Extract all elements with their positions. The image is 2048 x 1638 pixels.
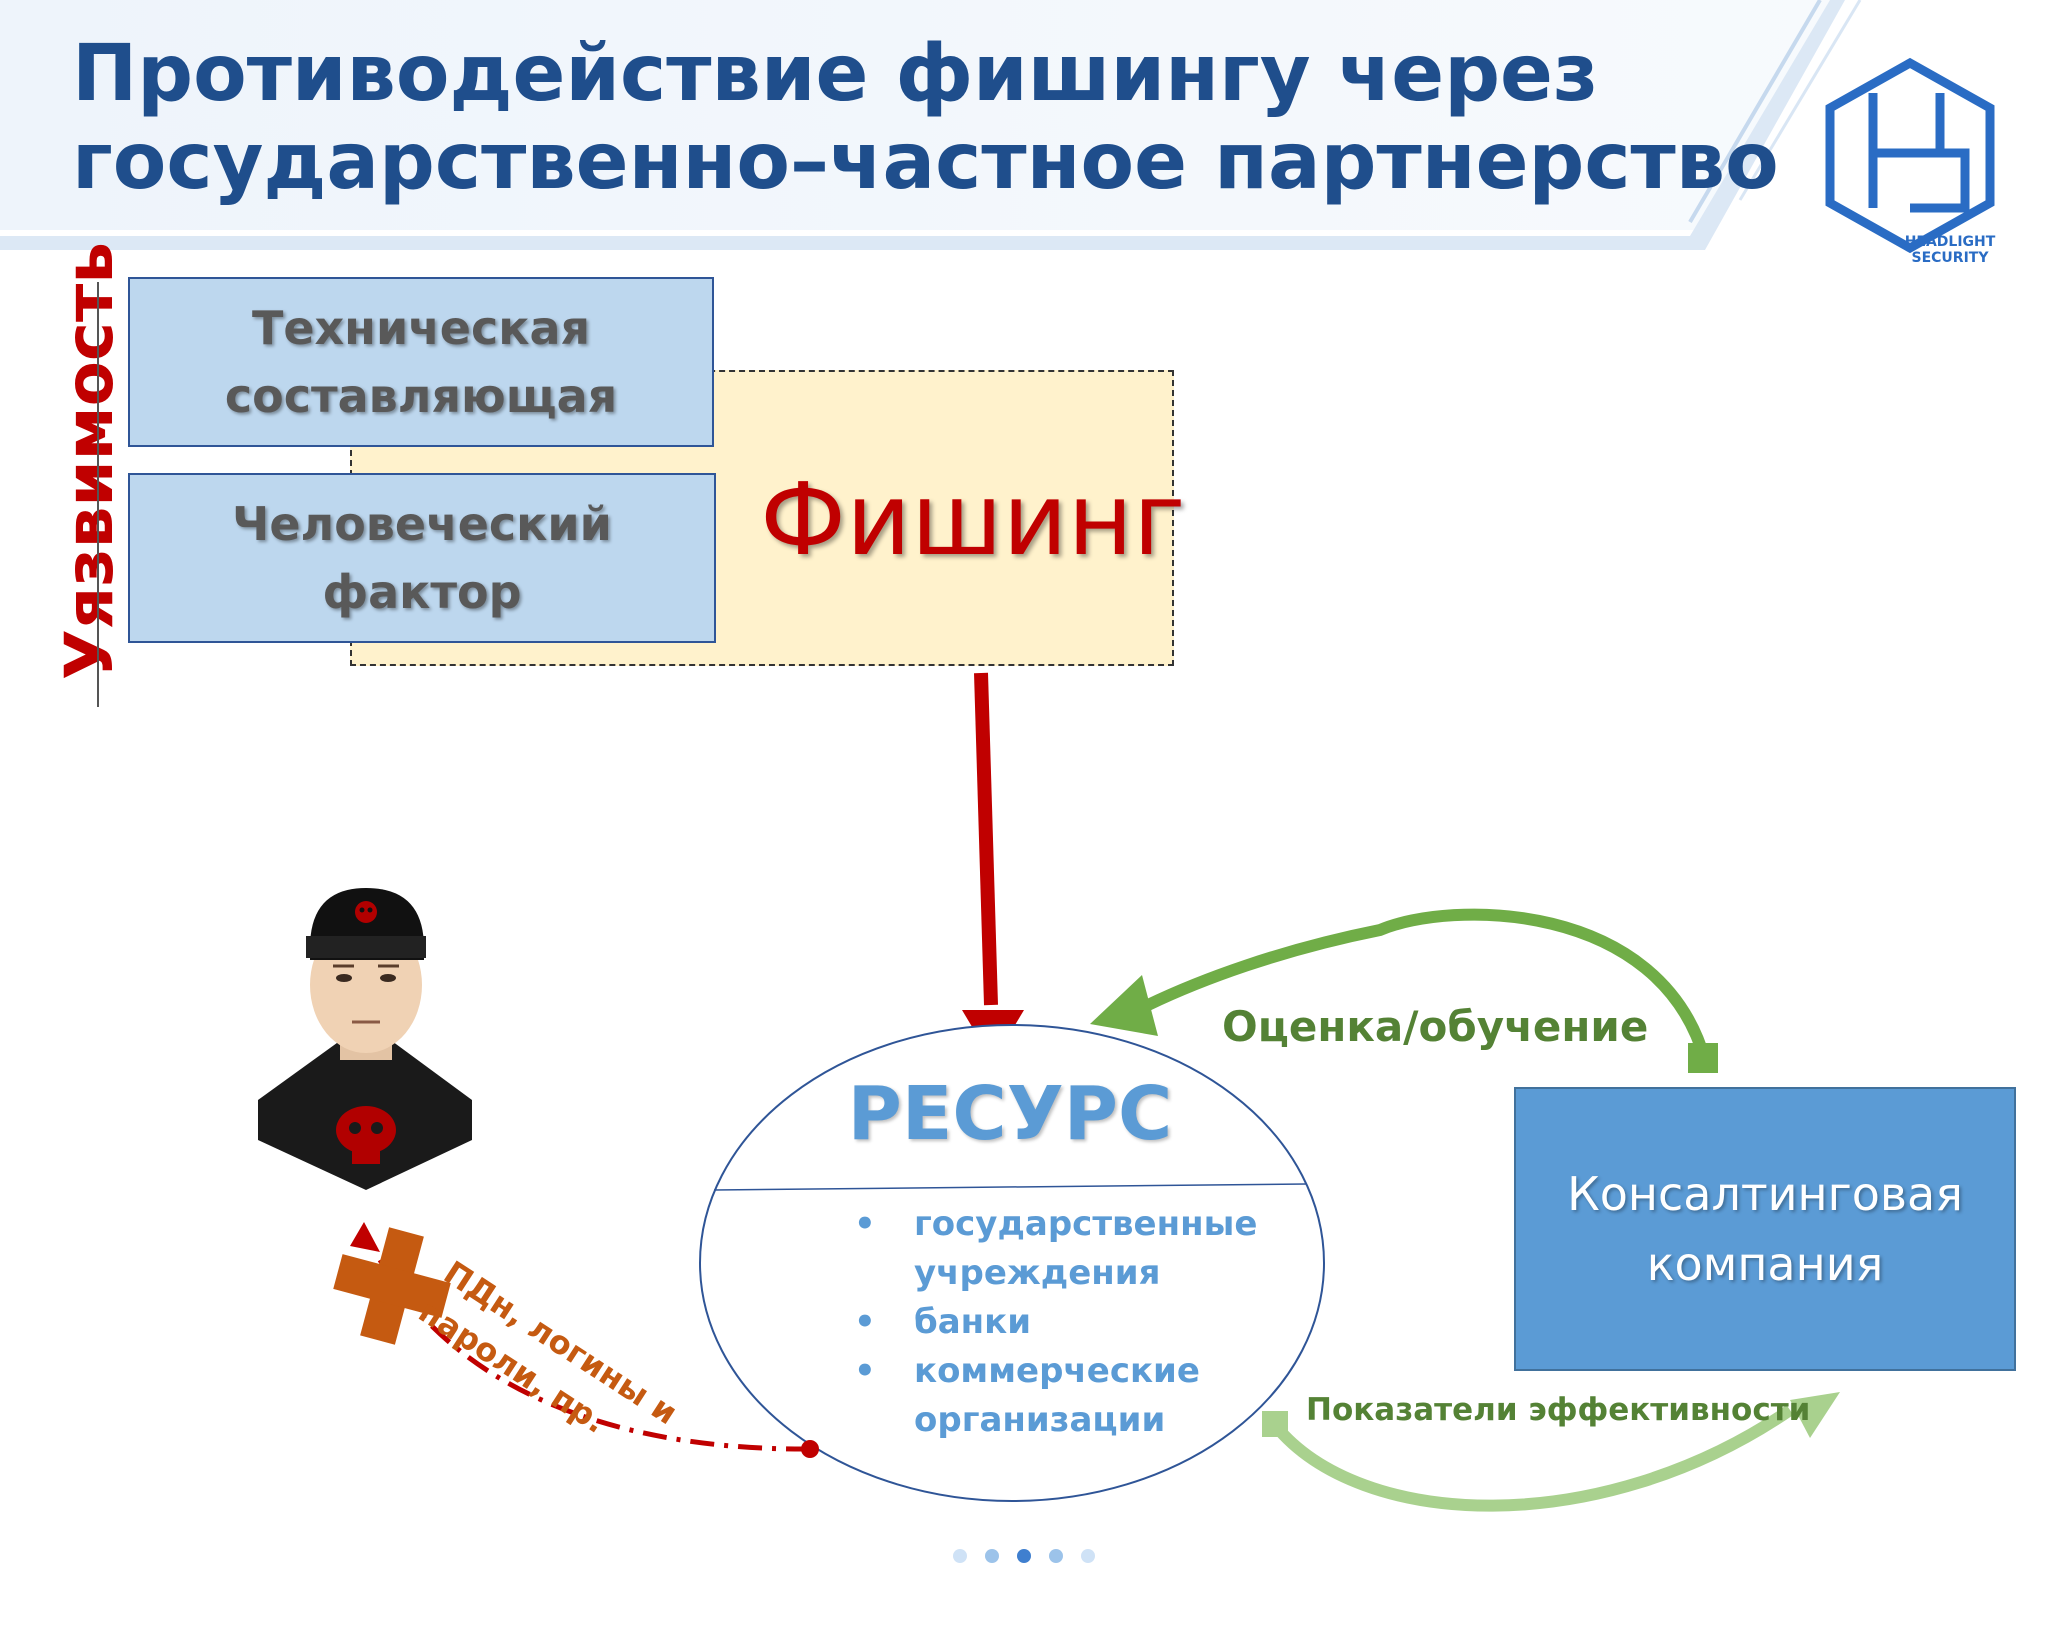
human-line-2: фактор [322, 565, 522, 619]
slide-indicator [953, 1549, 1095, 1563]
hacker-avatar [258, 888, 472, 1190]
title-band [0, 0, 1862, 250]
resource-list: государственные учреждения банки коммерч… [850, 1200, 1270, 1445]
logo-caption-line-2: SECURITY [1911, 250, 1989, 266]
metrics-label: Показатели эффективности [1306, 1392, 1811, 1428]
consulting-line-1: Консалтинговая [1567, 1167, 1963, 1221]
slide-dot[interactable] [1049, 1549, 1063, 1563]
headlight-security-logo [1825, 57, 1995, 254]
metrics-arrow [1262, 1392, 1840, 1512]
resource-item-government: государственные учреждения [850, 1200, 1270, 1298]
resource-item-banks: банки [850, 1298, 1270, 1347]
slide-dot[interactable] [953, 1549, 967, 1563]
technical-line-1: Техническая [251, 301, 591, 355]
assessment-label: Оценка/обучение [1222, 1002, 1649, 1051]
title-line-1: Противодействие фишингу через [72, 29, 1599, 119]
slide-dot[interactable] [985, 1549, 999, 1563]
page-title: Противодействие фишингу через государств… [72, 29, 1779, 207]
human-line-1: Человеческий [232, 497, 612, 551]
human-factor-box: Человеческий фактор [128, 473, 716, 643]
logo-caption: HEADLIGHT SECURITY [1895, 234, 2005, 266]
consulting-company-box: Консалтинговая компания [1514, 1087, 2016, 1371]
resource-item-commercial: коммерческие организации [850, 1347, 1270, 1445]
slide-dot[interactable] [1081, 1549, 1095, 1563]
title-line-2: государственно–частное партнерство [72, 117, 1779, 207]
assessment-arrow [1090, 908, 1718, 1073]
resource-title: РЕСУРС [847, 1071, 1173, 1157]
vulnerability-divider [97, 282, 99, 707]
phishing-label: Фишинг [760, 461, 1186, 578]
slide-dot-active[interactable] [1017, 1549, 1031, 1563]
blocked-cross-icon [333, 1227, 451, 1345]
technical-component-box: Техническая составляющая [128, 277, 714, 447]
leak-arrow [350, 1222, 819, 1458]
phishing-arrow [962, 672, 1024, 1062]
technical-line-2: составляющая [224, 369, 618, 423]
logo-caption-line-1: HEADLIGHT [1904, 234, 1996, 250]
consulting-line-2: компания [1646, 1237, 1884, 1291]
